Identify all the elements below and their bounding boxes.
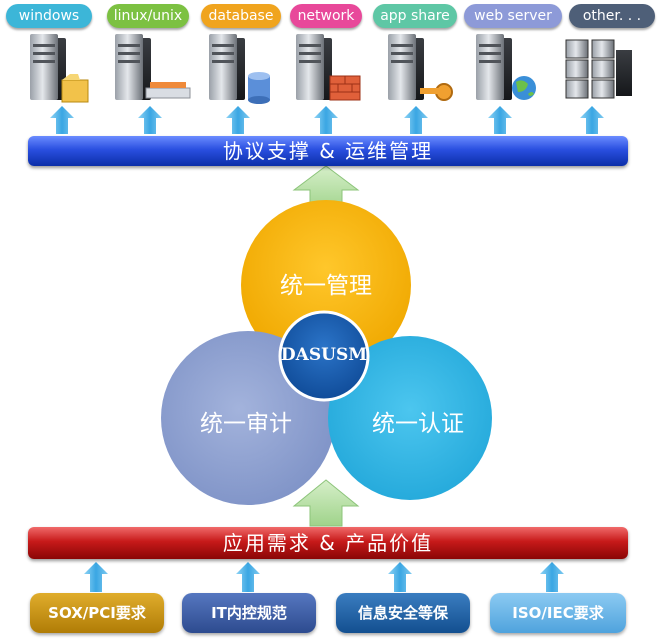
std-it-control: IT内控规范 [182, 593, 316, 633]
label-audit: 统一审计 [200, 411, 292, 437]
tag-linux-unix: linux/unix [107, 4, 189, 28]
server-cluster-icon [565, 39, 632, 99]
server-web-icon [476, 34, 536, 100]
circle-center [278, 310, 370, 402]
arrow-up-bottom-icon [292, 479, 360, 527]
label-auth: 统一认证 [372, 411, 464, 437]
circle-management [241, 200, 411, 370]
arrows-standards [84, 562, 564, 592]
tag-network: network [290, 4, 362, 28]
server-windows-icon [30, 34, 89, 103]
std-iso-iec: ISO/IEC要求 [490, 593, 626, 633]
server-network-icon [296, 34, 361, 101]
label-center: DASUSM [280, 345, 368, 365]
tag-app-share: app share [373, 4, 457, 28]
label-management: 统一管理 [280, 273, 372, 299]
tag-windows: windows [6, 4, 92, 28]
tag-web-server: web server [464, 4, 562, 28]
tag-other: other. . . [569, 4, 655, 28]
protocol-support-bar: 协议支撑 & 运维管理 [28, 136, 628, 166]
std-sox-pci: SOX/PCI要求 [30, 593, 164, 633]
server-database-icon [209, 34, 270, 104]
arrows-servers [50, 106, 604, 134]
tag-database: database [201, 4, 281, 28]
std-infosec-level: 信息安全等保 [336, 593, 470, 633]
circle-auth [328, 336, 492, 500]
server-app-share-icon [388, 34, 453, 101]
server-linux-icon [115, 34, 191, 100]
application-value-bar: 应用需求 & 产品价值 [28, 527, 628, 559]
